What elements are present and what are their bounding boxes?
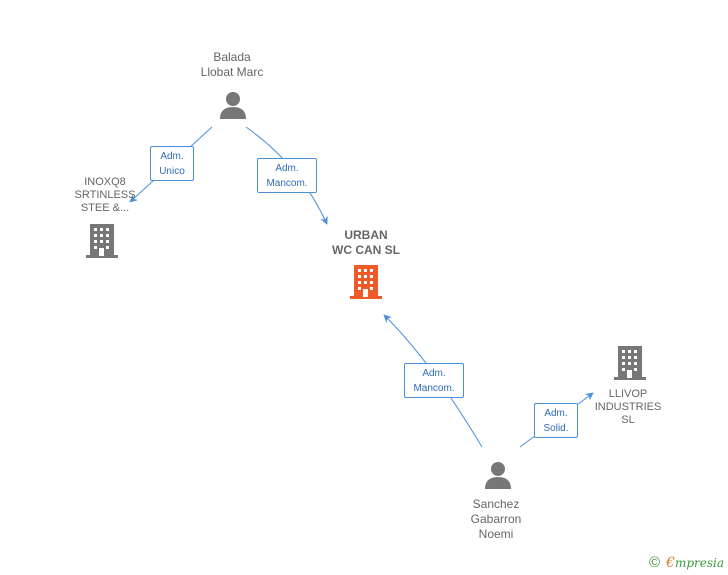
building-icon-focus[interactable]	[350, 265, 382, 299]
node-label-urban[interactable]: URBAN WC CAN SL	[316, 228, 416, 258]
node-label-line: LLIVOP	[608, 388, 648, 400]
role-line: Adm.	[544, 408, 568, 419]
node-label-line: URBAN	[344, 228, 388, 242]
node-label-line: SL	[621, 414, 635, 426]
role-box-sanchez-urban[interactable]: Adm. Mancom.	[404, 363, 464, 398]
node-label-sanchez[interactable]: Sanchez Gabarron Noemi	[446, 497, 546, 542]
role-line: Adm.	[422, 368, 446, 379]
role-box-balada-inoxq8[interactable]: Adm. Unico	[150, 146, 194, 181]
building-icon[interactable]	[614, 346, 646, 380]
brand-logo-e: €	[666, 555, 675, 571]
node-label-line: Balada	[213, 50, 251, 64]
brand-logo: © €mpresia	[649, 554, 724, 571]
node-label-inoxq8[interactable]: INOXQ8 SRTINLESS STEE &...	[50, 176, 160, 215]
node-label-line: Gabarron	[470, 512, 522, 526]
building-icon[interactable]	[86, 224, 118, 258]
role-line: Unico	[159, 166, 185, 177]
role-line: Mancom.	[266, 178, 308, 189]
person-icon[interactable]	[220, 92, 246, 119]
node-label-line: Sanchez	[472, 497, 520, 511]
node-label-llivop[interactable]: LLIVOP INDUSTRIES SL	[580, 388, 676, 427]
person-icon[interactable]	[485, 462, 511, 489]
node-label-line: SRTINLESS	[74, 189, 136, 201]
role-box-sanchez-llivop[interactable]: Adm. Solid.	[534, 403, 578, 438]
node-label-line: Noemi	[478, 527, 514, 541]
role-line: Adm.	[160, 151, 184, 162]
node-label-line: INDUSTRIES	[594, 401, 662, 413]
node-label-balada[interactable]: Balada Llobat Marc	[180, 50, 284, 80]
node-label-line: WC CAN SL	[332, 243, 400, 257]
node-label-line: INOXQ8	[84, 176, 126, 188]
copyright-icon: ©	[648, 554, 661, 571]
role-box-balada-urban[interactable]: Adm. Mancom.	[257, 158, 317, 193]
brand-logo-text: mpresia	[674, 556, 724, 570]
node-label-line: STEE &...	[80, 202, 130, 214]
node-label-line: Llobat Marc	[200, 65, 264, 79]
role-line: Solid.	[543, 423, 569, 434]
role-line: Adm.	[275, 163, 299, 174]
role-line: Mancom.	[413, 383, 455, 394]
